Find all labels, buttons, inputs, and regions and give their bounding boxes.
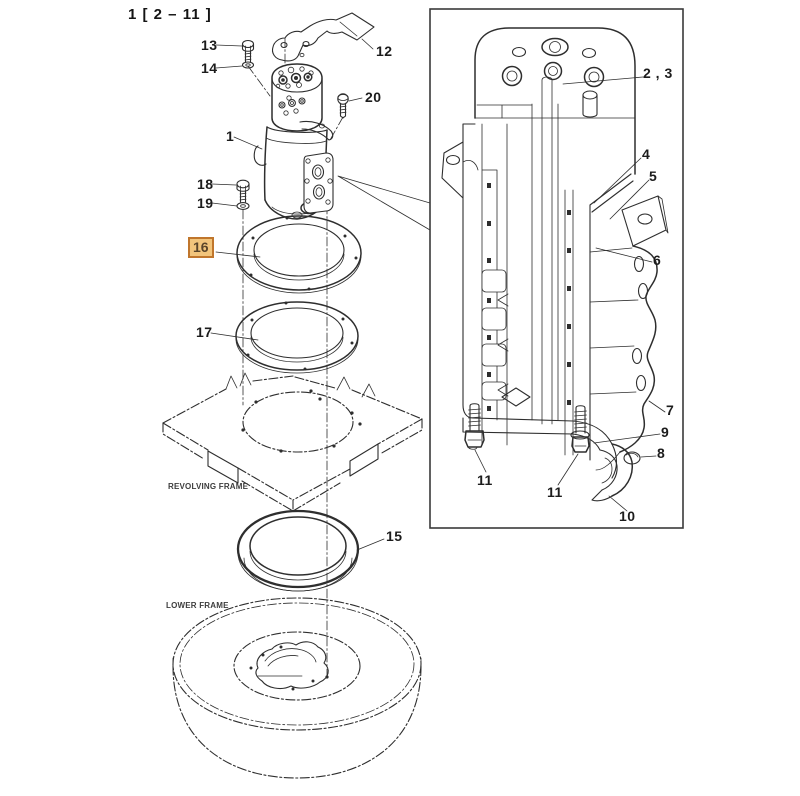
part-label-11b[interactable]: 11 bbox=[547, 484, 563, 500]
revolving-frame-plate bbox=[162, 372, 423, 512]
part-label-6[interactable]: 6 bbox=[653, 252, 662, 268]
part-label-14[interactable]: 14 bbox=[201, 60, 218, 76]
detail-wedge-lines bbox=[337, 175, 431, 231]
part-label-4[interactable]: 4 bbox=[642, 146, 651, 162]
part-label-5[interactable]: 5 bbox=[649, 168, 658, 184]
leader-lines-exploded bbox=[210, 38, 385, 551]
part-label-15[interactable]: 15 bbox=[386, 528, 403, 544]
part-1-port-flange bbox=[303, 152, 334, 214]
detail-view-box bbox=[429, 8, 684, 529]
leader-lines-detail bbox=[474, 76, 666, 512]
part-label-20[interactable]: 20 bbox=[365, 89, 382, 105]
caption-lower-frame: LOWER FRAME bbox=[166, 601, 229, 610]
part-1-valve-block bbox=[271, 63, 323, 132]
page-title: 1 [ 2 – 11 ] bbox=[128, 6, 212, 23]
part-label-10[interactable]: 10 bbox=[619, 508, 636, 524]
part-15-ring bbox=[236, 509, 360, 592]
part-label-7[interactable]: 7 bbox=[666, 402, 675, 418]
lower-frame-drum bbox=[172, 597, 422, 779]
part-13-bolt bbox=[241, 39, 255, 63]
caption-revolving-frame: REVOLVING FRAME bbox=[168, 482, 249, 491]
part-label-16[interactable]: 16 bbox=[188, 237, 214, 258]
part-18-bolt bbox=[236, 179, 250, 203]
part-19-washer bbox=[236, 202, 250, 210]
part-17-seal-ring bbox=[235, 301, 359, 374]
part-label-13[interactable]: 13 bbox=[201, 37, 218, 53]
part-16-seal-ring bbox=[236, 215, 362, 294]
part-label-2-3[interactable]: 2 , 3 bbox=[643, 65, 673, 81]
part-14-washer bbox=[241, 61, 255, 69]
part-label-8[interactable]: 8 bbox=[657, 445, 666, 461]
cross-section-view bbox=[441, 27, 669, 502]
part-label-18[interactable]: 18 bbox=[197, 176, 214, 192]
part-20-bolt bbox=[337, 93, 349, 119]
part-label-17[interactable]: 17 bbox=[196, 324, 213, 340]
part-label-19[interactable]: 19 bbox=[197, 195, 214, 211]
part-label-12[interactable]: 12 bbox=[376, 43, 393, 59]
part-label-9[interactable]: 9 bbox=[661, 424, 670, 440]
part-label-1[interactable]: 1 bbox=[226, 128, 235, 144]
part-12-bracket bbox=[271, 12, 375, 62]
part-label-11a[interactable]: 11 bbox=[477, 472, 493, 488]
